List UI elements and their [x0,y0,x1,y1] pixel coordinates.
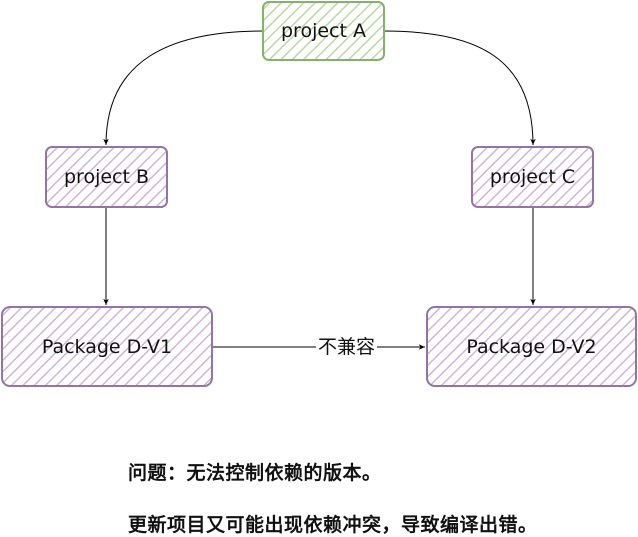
edge-a-to-c [383,30,536,146]
node-package-d-v1-label: Package D-V1 [41,335,173,358]
node-package-d-v2-box [426,306,637,387]
node-package-d-v2-label: Package D-V2 [466,335,597,358]
edge-a-to-b [103,30,264,146]
node-project-c-box [471,146,594,208]
node-project-b-box [45,146,168,208]
node-project-c-label: project C [489,166,576,188]
problem-note: 问题：无法控制依赖的版本。 [128,462,382,484]
node-project-a-label: project A [281,20,366,42]
edge-v1-to-v2-label: 不兼容 [316,336,378,358]
node-package-d-v1-box [1,306,213,387]
conflict-note: 更新项目又可能出现依赖冲突，导致编译出错。 [128,514,538,536]
node-project-b-label: project B [63,166,150,188]
node-project-a-box [262,1,385,61]
